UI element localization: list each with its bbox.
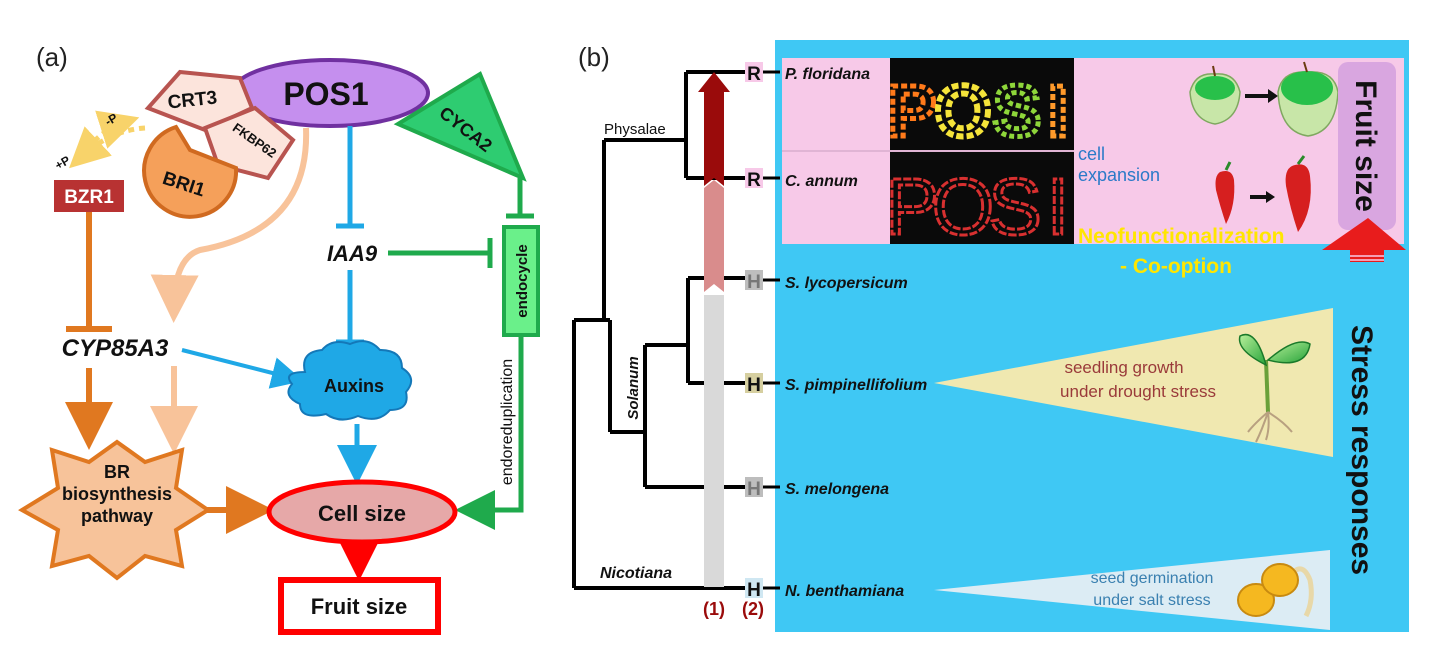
fruit-size-node — [278, 577, 441, 635]
clade-nicotiana: Nicotiana — [600, 565, 672, 582]
state-nbenthamiana: H — [747, 580, 761, 601]
physalis-arrowhead — [1268, 89, 1278, 103]
state-slycopersicum: H — [747, 272, 761, 293]
photo1-letter-i: I — [1048, 72, 1068, 152]
dephospho-arrow — [77, 110, 140, 160]
photo1-letter-o: O — [935, 72, 991, 152]
seed-illustration — [1237, 563, 1314, 618]
species-nbenthamiana: N. benthamiana — [785, 583, 904, 600]
bzr1-label: BZR1 — [64, 187, 114, 208]
species-pfloridana: P. floridana — [785, 66, 870, 83]
br-label-1: BR — [104, 462, 130, 482]
state-boxes — [745, 62, 763, 598]
coopt-label: - Co-option — [1120, 255, 1232, 278]
cyca2-node — [393, 71, 527, 182]
species-smelongena: S. melongena — [785, 481, 889, 498]
clade-solanum: Solanum — [625, 356, 642, 419]
physalis-large — [1277, 61, 1339, 137]
endoreduplication-arrow — [455, 335, 524, 530]
br-label-2: biosynthesis — [62, 484, 172, 504]
endoreduplication-label: endoreduplication — [499, 359, 516, 485]
col1-red-arrow — [698, 72, 730, 186]
phospho-arrow — [69, 125, 146, 169]
clade-physalae: Physalae — [604, 121, 666, 138]
col2-label: (2) — [742, 599, 764, 619]
neofunc-label: Neofunctionalization — [1078, 225, 1285, 248]
photo-pfloridana — [890, 58, 1074, 150]
endocycle-label: endocycle — [514, 244, 531, 317]
auxins-label: Auxins — [324, 376, 384, 396]
br-label-3: pathway — [81, 506, 153, 526]
seedling-line2: under drought stress — [1060, 382, 1216, 401]
iaa9-label: IAA9 — [327, 241, 378, 266]
pepper-large-stem — [1296, 155, 1306, 165]
br-pathway-node — [18, 439, 212, 581]
fruit-size-label: Fruit size — [311, 594, 408, 619]
col1-pink-bar — [704, 180, 724, 292]
cyp-to-auxin-arrow — [181, 348, 304, 389]
state-smelongena: H — [747, 479, 761, 500]
crt3-label: CRT3 — [167, 87, 219, 113]
species-slycopersicum: S. lycopersicum — [785, 275, 908, 292]
fruit-size-box — [1338, 62, 1396, 230]
fruit-size-vertical-label: Fruit size — [1349, 80, 1382, 212]
photo2-letter-s: S — [988, 162, 1041, 251]
pepper-arrowhead — [1266, 191, 1275, 203]
pepper-small — [1215, 171, 1235, 224]
salt-triangle — [934, 550, 1330, 630]
seedling-illustration — [1238, 333, 1311, 443]
cell-size-label: Cell size — [318, 501, 406, 526]
panel-a-label: (a) — [36, 42, 68, 72]
auxins-node — [287, 340, 413, 421]
photo-cannum — [890, 152, 1074, 244]
plus-p-label: +P — [53, 153, 73, 173]
cell-expansion-line1: cell — [1078, 144, 1105, 164]
stress-responses-label: Stress responses — [1345, 325, 1378, 575]
pepper-small-stem — [1224, 161, 1232, 171]
pos1-label: POS1 — [283, 76, 368, 112]
photo2-letter-p: P — [885, 162, 938, 251]
cyp85a3-label: CYP85A3 — [62, 335, 169, 362]
species-spimpinellifolium: S. pimpinellifolium — [785, 377, 927, 394]
seed-line1: seed germination — [1091, 570, 1214, 587]
panel-b-label: (b) — [578, 42, 610, 72]
physalis-small — [1189, 65, 1241, 125]
state-spimpinellifolium: H — [747, 375, 761, 396]
bzr1-node — [54, 180, 124, 212]
seed-line2: under salt stress — [1093, 592, 1210, 609]
pepper-large — [1285, 164, 1311, 232]
photo2-letter-i: I — [1047, 162, 1069, 251]
species-cannum: C. annum — [785, 173, 858, 190]
photo2-letter-o: O — [932, 162, 994, 251]
cell-expansion-line2: expansion — [1078, 165, 1160, 185]
seedling-line1: seedling growth — [1064, 358, 1183, 377]
tip-connectors — [762, 70, 780, 590]
pos1-to-cyp-arrow — [150, 127, 310, 323]
drought-triangle — [934, 308, 1333, 457]
col1-label: (1) — [703, 599, 725, 619]
col1-grey-bar — [704, 295, 724, 587]
fruit-size-up-arrow — [1322, 218, 1406, 262]
photo1-letter-s: S — [993, 72, 1041, 152]
bri1-node — [142, 124, 239, 219]
state-cannum: R — [747, 170, 761, 191]
state-pfloridana: R — [747, 64, 761, 85]
photo1-letter-p: P — [888, 72, 936, 152]
